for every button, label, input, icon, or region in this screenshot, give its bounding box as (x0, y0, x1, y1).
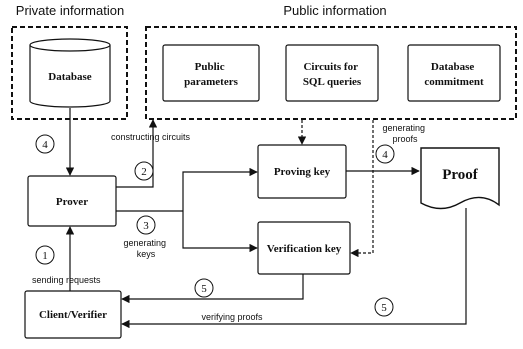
prover-label: Prover (56, 196, 88, 208)
arrow-to-proving-key (182, 167, 258, 211)
arrow-proof-to-client (121, 208, 467, 329)
generating-keys-line1: generating (123, 238, 166, 248)
arrow-verification-key-to-client (121, 274, 304, 304)
svg-text:Database commitment: Database commitment (424, 61, 484, 88)
step-4-database-number: 4 (42, 139, 48, 151)
step-3-number: 3 (143, 220, 149, 232)
public-info-header: Public information (283, 3, 386, 18)
generating-keys-line2: keys (137, 249, 156, 259)
public-info-group (145, 26, 517, 120)
step-4-database-badge: 4 (35, 134, 55, 154)
database-commitment-line2: commitment (424, 76, 484, 88)
database-label: Database (48, 71, 92, 83)
verification-key-node: Verification key (257, 221, 351, 275)
public-parameters-line2: parameters (184, 76, 238, 88)
step-4-proof-number: 4 (382, 149, 388, 161)
client-verifier-label: Client/Verifier (39, 309, 107, 321)
step-3-badge: 3 (136, 215, 156, 235)
svg-text:Public parameters: Public parameters (184, 61, 238, 88)
step-5-verification-badge: 5 (194, 278, 214, 298)
prover-node: Prover (27, 175, 117, 227)
step-4-proof-badge: 4 (375, 144, 395, 164)
circuits-node: Circuits for SQL queries (285, 44, 379, 102)
verifying-proofs-label: verifying proofs (201, 312, 263, 322)
database-commitment-line1: Database (431, 61, 475, 73)
private-info-header: Private information (16, 3, 124, 18)
step-5-proof-badge: 5 (374, 297, 394, 317)
step-2-badge: 2 (134, 161, 154, 181)
proof-node: Proof (420, 147, 500, 210)
step-5-proof-number: 5 (381, 302, 387, 314)
public-parameters-line1: Public (195, 61, 225, 73)
circuits-line1: Circuits for (303, 61, 358, 73)
sending-requests-label: sending requests (32, 275, 101, 285)
public-parameters-node: Public parameters (162, 44, 260, 102)
database-commitment-node: Database commitment (407, 44, 501, 102)
svg-text:generating keys: generating keys (123, 238, 168, 259)
step-1-badge: 1 (35, 245, 55, 265)
arrow-commitment-to-verification-key (350, 120, 374, 258)
generating-proofs-line2: proofs (392, 134, 418, 144)
constructing-circuits-label: constructing circuits (111, 132, 191, 142)
database-node: Database (29, 38, 111, 108)
proving-key-label: Proving key (274, 166, 331, 178)
proof-label: Proof (442, 167, 479, 183)
svg-text:generating proofs: generating proofs (382, 123, 427, 144)
arrow-prover-to-public-params (116, 119, 158, 188)
circuits-line2: SQL queries (303, 76, 362, 88)
step-1-number: 1 (42, 250, 48, 262)
proving-key-node: Proving key (257, 144, 347, 199)
generating-proofs-line1: generating (382, 123, 425, 133)
step-5-verification-number: 5 (201, 283, 207, 295)
step-2-number: 2 (141, 166, 147, 178)
client-verifier-node: Client/Verifier (24, 290, 122, 339)
arrow-to-verification-key (182, 211, 258, 253)
svg-text:Circuits for SQL queries: Circuits for SQL queries (303, 61, 362, 88)
verification-key-label: Verification key (267, 243, 342, 255)
